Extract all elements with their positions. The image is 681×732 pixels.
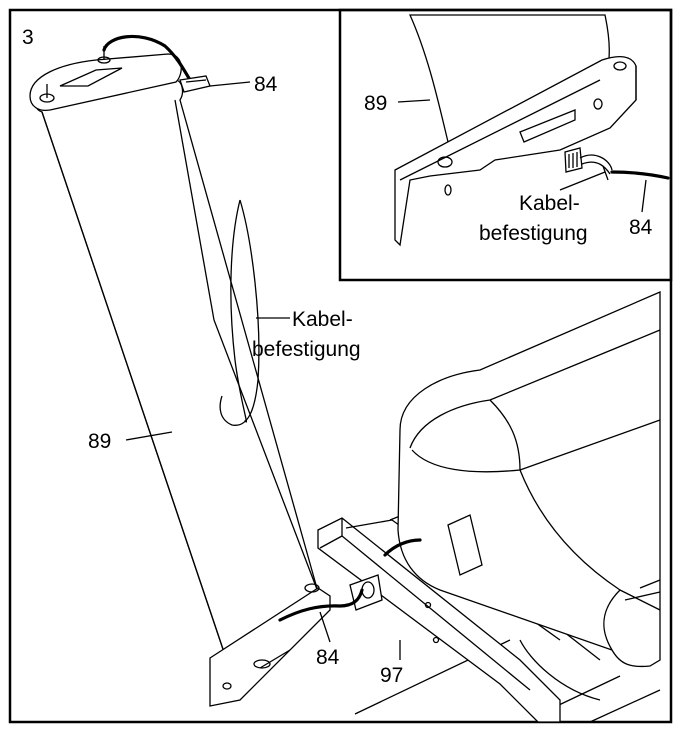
leader-cable-tie-inset [559, 171, 606, 191]
leader-89-main [125, 431, 173, 441]
leader-89-inset [397, 99, 431, 103]
leader-84-top [209, 81, 251, 87]
motor-hood [397, 291, 661, 701]
inset-detail [338, 8, 673, 282]
upright-89 [29, 34, 422, 707]
leader-84-bottom [319, 611, 331, 643]
label-84-inset: 84 [629, 216, 653, 239]
inset-border [338, 8, 673, 282]
label-89-main: 89 [88, 430, 111, 453]
label-cable-tie-main-2: befestigung [252, 338, 361, 361]
step-number: 3 [22, 26, 34, 49]
leader-84-inset [641, 179, 647, 213]
label-cable-tie-main-1: Kabel- [292, 308, 353, 331]
leader-lines [125, 81, 647, 660]
label-cable-tie-inset-2: befestigung [479, 222, 588, 245]
label-97: 97 [380, 664, 403, 687]
label-84-top: 84 [254, 73, 278, 96]
label-84-bottom: 84 [316, 646, 340, 669]
label-89-inset: 89 [364, 92, 387, 115]
label-cable-tie-inset-1: Kabel- [519, 192, 580, 215]
